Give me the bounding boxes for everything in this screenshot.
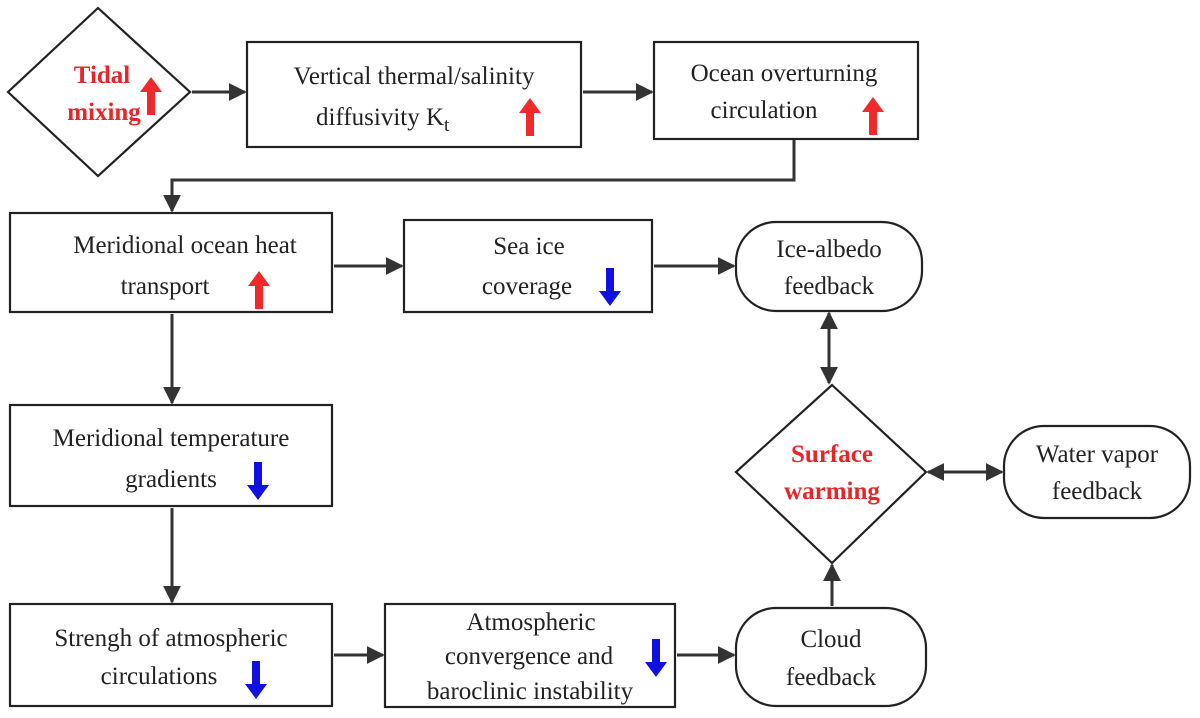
convergence-line-3: baroclinic instability <box>427 678 634 705</box>
box-shape <box>652 40 920 141</box>
edges <box>163 83 1004 664</box>
circulations-line-2: circulations <box>101 663 218 690</box>
edge-overturning-to-heat-transport <box>163 139 796 213</box>
node-sea-ice: Sea ice coverage <box>402 218 654 314</box>
rounded-box-shape <box>734 606 928 708</box>
node-vertical-diffusivity: Vertical thermal/salinity diffusivity Kt <box>245 40 583 149</box>
convergence-line-2: convergence and <box>445 643 614 670</box>
node-heat-transport: Meridional ocean heat transport <box>8 211 334 314</box>
box-shape <box>8 602 334 708</box>
node-surface-warming: Surface warming <box>734 383 928 565</box>
down-arrow-icon <box>645 639 667 677</box>
gradients-line-1: Meridional temperature <box>53 425 290 452</box>
diamond-shape <box>6 6 192 178</box>
box-shape <box>8 211 334 314</box>
diffusivity-line-1: Vertical thermal/salinity <box>294 63 535 90</box>
node-ice-albedo: Ice-albedo feedback <box>734 220 924 313</box>
water-vapor-line-2: feedback <box>1052 478 1143 505</box>
overturning-line-2: circulation <box>711 97 818 124</box>
node-ocean-overturning: Ocean overturning circulation <box>652 40 920 141</box>
ice-albedo-line-1: Ice-albedo <box>776 236 881 263</box>
node-temperature-gradients: Meridional temperature gradients <box>8 403 334 508</box>
sea-ice-line-1: Sea ice <box>493 233 564 260</box>
up-arrow-icon <box>519 98 541 136</box>
rounded-box-shape <box>734 220 924 313</box>
circulations-line-1: Strengh of atmospheric <box>54 625 287 652</box>
down-arrow-icon <box>599 268 621 306</box>
node-tidal-mixing: Tidal mixing <box>6 6 192 178</box>
node-cloud-feedback: Cloud feedback <box>734 606 928 708</box>
down-arrow-icon <box>247 462 269 500</box>
box-shape <box>245 40 583 149</box>
diamond-shape <box>734 383 928 565</box>
node-water-vapor: Water vapor feedback <box>1002 424 1192 520</box>
box-shape <box>8 403 334 508</box>
convergence-line-1: Atmospheric <box>466 609 595 636</box>
gradients-line-2: gradients <box>125 466 217 493</box>
cloud-line-2: feedback <box>786 664 877 691</box>
rounded-box-shape <box>1002 424 1192 520</box>
diffusivity-line-2: diffusivity Kt <box>316 104 450 136</box>
cloud-line-1: Cloud <box>800 626 862 653</box>
node-atmospheric-circulations: Strengh of atmospheric circulations <box>8 602 334 708</box>
overturning-line-1: Ocean overturning <box>691 60 878 87</box>
heat-transport-line-1: Meridional ocean heat <box>73 232 297 259</box>
tidal-mixing-line-2: mixing <box>67 99 141 126</box>
box-shape <box>402 218 654 314</box>
water-vapor-line-1: Water vapor <box>1036 441 1159 468</box>
surface-warming-line-1: Surface <box>791 441 873 468</box>
sea-ice-line-2: coverage <box>482 273 572 300</box>
ice-albedo-line-2: feedback <box>784 273 875 300</box>
box-shape <box>383 602 677 709</box>
surface-warming-line-2: warming <box>784 478 880 505</box>
up-arrow-icon <box>862 97 884 135</box>
up-arrow-icon <box>248 271 270 309</box>
down-arrow-icon <box>245 661 267 699</box>
heat-transport-line-2: transport <box>121 273 210 300</box>
up-arrow-icon <box>140 77 162 115</box>
node-atmospheric-convergence: Atmospheric convergence and baroclinic i… <box>383 602 677 709</box>
tidal-mixing-line-1: Tidal <box>74 62 131 89</box>
